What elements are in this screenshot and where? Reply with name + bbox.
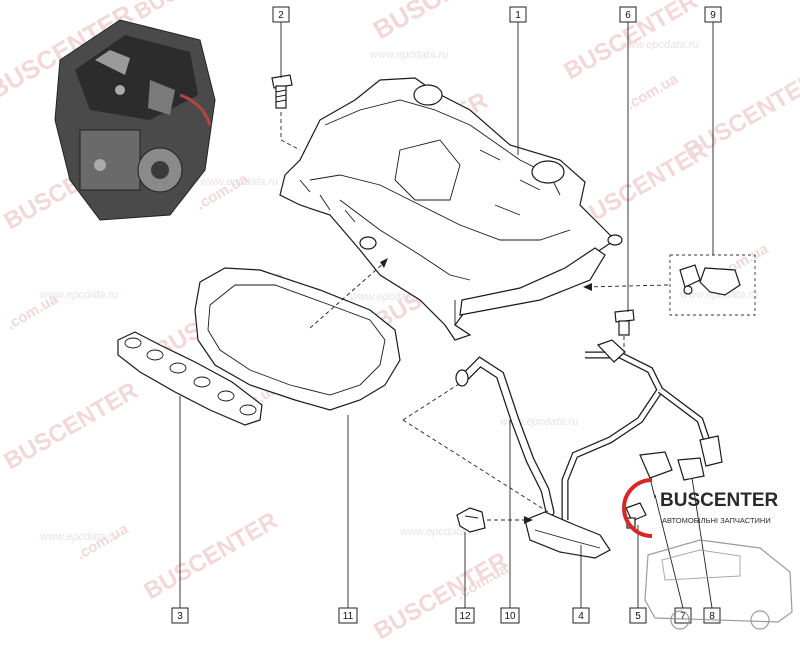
part-1-housing [279,77,623,341]
watermark-catalog: www.epcdata.ru [680,289,758,301]
callout-12-label: 12 [459,611,471,622]
callout-11-label: 11 [343,611,354,622]
part-2-bolt [271,74,293,109]
logo-tagline: АВТОМОБІЛЬНІ ЗАПЧАСТИНИ [662,516,771,525]
watermark-domain: .com.ua [624,70,682,113]
callout-4-label: 4 [578,611,584,622]
callout-1-label: 1 [515,10,521,21]
callout-2: 2 [272,6,290,23]
part-9-sensor [669,254,756,316]
part-3-gasket [117,331,263,426]
callout-8: 8 [703,607,721,624]
watermark-brand: BUSCENTER [140,507,283,605]
watermark-catalog: www.epcdata.ru [400,526,478,538]
callout-6-label: 6 [625,10,631,21]
callout-4: 4 [572,607,590,624]
watermark-catalog: www.epcdata.ru [350,291,428,303]
callout-5-label: 5 [635,611,641,622]
part-11-pad [194,267,401,411]
leader-lines [179,22,714,609]
callout-3: 3 [171,607,189,624]
watermark-brand: BUSCENTER [0,377,142,475]
callout-6: 6 [619,6,637,23]
engine-thumbnail [54,19,216,221]
watermark-brand: BUSCENTER [368,0,523,45]
watermark-brand: BUSCENTER [680,67,800,165]
watermark-catalog: www.epcdata.ru [200,176,278,188]
logo-c-icon [622,478,653,538]
part-4-pipe [524,339,723,559]
callout-9-label: 9 [710,10,716,21]
buscenter-logo: BUSCENTER АВТОМОБІЛЬНІ ЗАПЧАСТИНИ [622,478,793,630]
watermark-brand: BUSCENTER [370,547,513,645]
callout-8-label: 8 [709,611,715,622]
watermark-catalog: www.epcdata.ru [40,531,118,543]
callout-5: 5 [629,607,647,624]
watermark-catalog: www.epcdata.ru [370,49,448,61]
callout-9: 9 [704,6,722,23]
logo-name: BUSCENTER [660,490,779,511]
callout-10: 10 [500,607,520,624]
callout-2-label: 2 [278,10,284,21]
callout-10-label: 10 [504,611,516,622]
callout-12: 12 [455,607,475,624]
watermark-brand: BUSCENTER [130,0,261,24]
part-12-clip [456,507,486,533]
watermark-catalog: www.epcdata.ru [620,39,698,51]
callout-3-label: 3 [177,611,183,622]
part-10-hose [455,356,555,517]
bus-icon [644,539,793,630]
part-8-connector [677,457,705,481]
assembly-lines [280,112,669,524]
callout-7-label: 7 [680,611,686,622]
callout-11: 11 [338,607,358,624]
watermark-catalog: www.epcdata.ru [40,289,118,301]
part-6-bolt [614,309,635,336]
callout-1: 1 [509,6,527,23]
